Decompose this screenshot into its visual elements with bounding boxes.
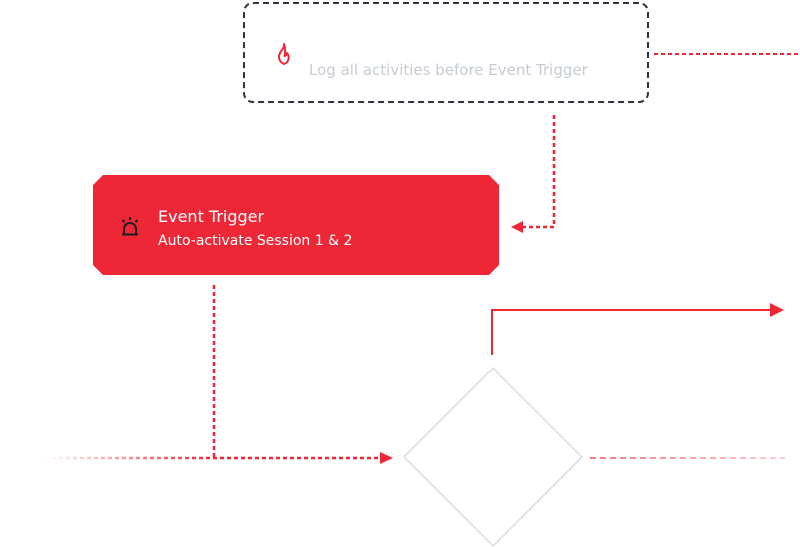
fire-icon (278, 43, 290, 65)
connector-decision-up-right (491, 309, 770, 355)
arrow-into-decision (380, 452, 393, 464)
event-trigger-subtitle: Auto-activate Session 1 & 2 (158, 233, 353, 249)
alarm-siren-icon (118, 215, 142, 239)
connector-log-to-trigger (522, 115, 556, 229)
arrow-up-right (770, 303, 784, 317)
event-trigger-title: Event Trigger (158, 207, 265, 226)
log-activities-node[interactable]: Log all activities before Event Trigger (243, 2, 649, 103)
arrow-into-trigger (511, 221, 523, 233)
log-activities-label: Log all activities before Event Trigger (309, 61, 588, 79)
event-trigger-node[interactable]: Event Trigger Auto-activate Session 1 & … (93, 175, 499, 275)
decision-diamond (402, 366, 584, 547)
